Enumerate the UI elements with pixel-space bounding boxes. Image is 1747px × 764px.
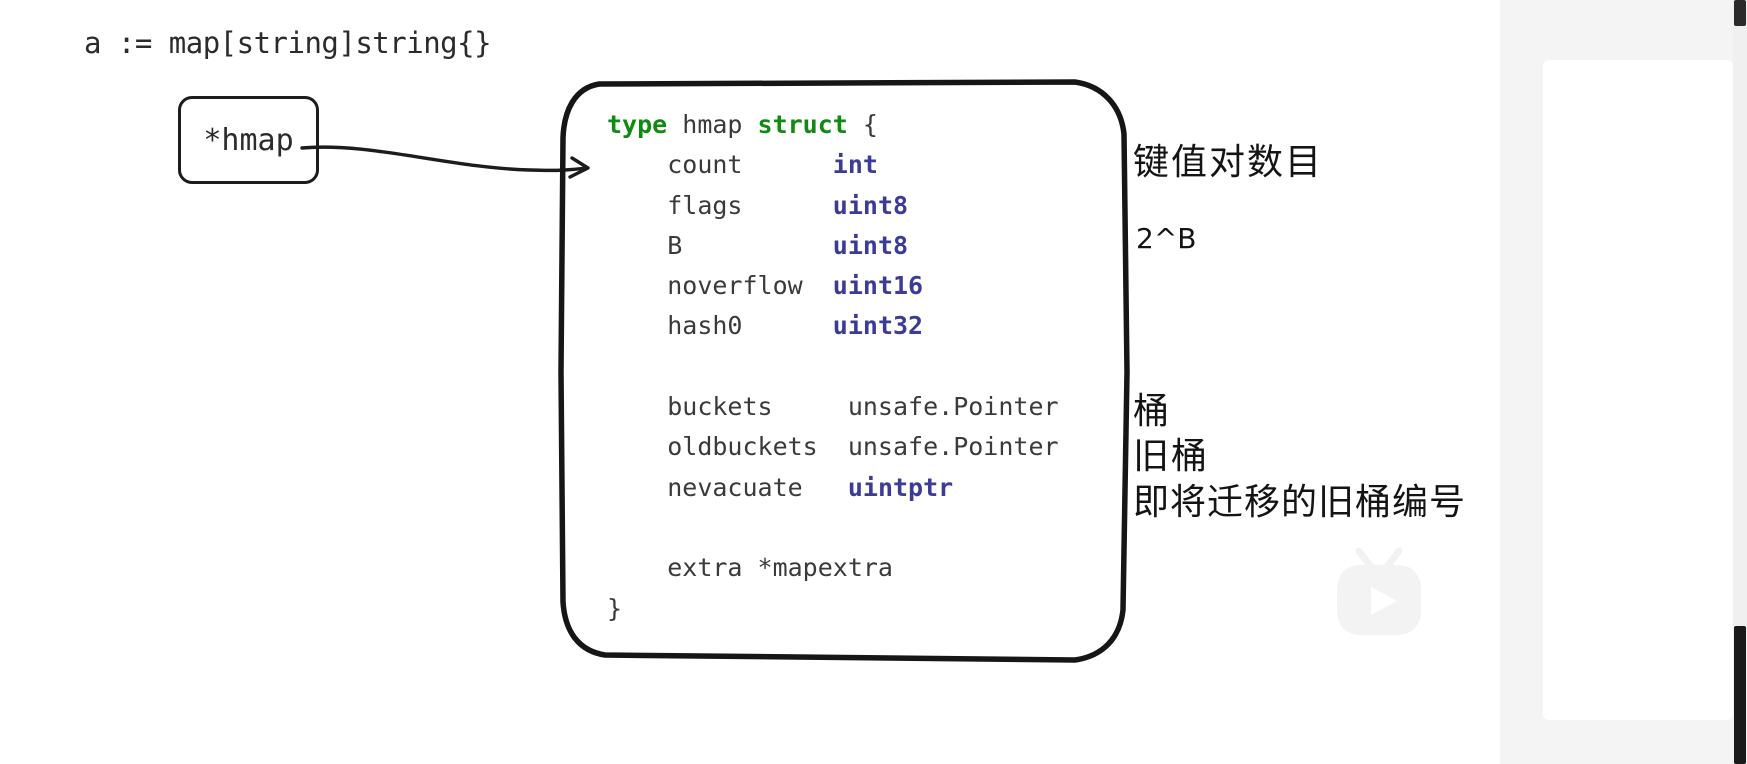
code-line: } <box>607 589 1059 629</box>
code-token: count <box>667 150 833 180</box>
code-token: struct <box>757 110 848 139</box>
page-scrollbar-top-cap[interactable] <box>1734 0 1746 26</box>
annotation-nevacuate: 即将迁移的旧桶编号 <box>1133 482 1467 523</box>
code-line: flags uint8 <box>607 186 1059 226</box>
code-token: hmap <box>667 110 758 139</box>
code-token: uint8 <box>832 230 909 260</box>
code-line: count int <box>607 145 1059 185</box>
annotation-count: 键值对数目 <box>1133 142 1324 183</box>
code-token: buckets unsafe.Pointer <box>667 392 1059 422</box>
annotation-buckets: 桶 <box>1133 391 1172 432</box>
code-token: nevacuate <box>667 472 848 502</box>
code-line: extra *mapextra <box>607 548 1059 588</box>
code-line: hash0 uint32 <box>607 306 1059 346</box>
code-line: type hmap struct { <box>607 105 1059 145</box>
code-token: } <box>607 593 623 623</box>
hmap-pointer-box: *hmap <box>178 96 319 184</box>
page-scrollbar-thumb[interactable] <box>1734 626 1746 764</box>
code-token: uint32 <box>832 311 924 341</box>
map-declaration-line: a := map[string]string{} <box>84 26 492 60</box>
sidebar-panel <box>1543 60 1733 720</box>
code-token: { <box>847 110 878 139</box>
video-frame-canvas: a := map[string]string{} *hmap type hmap… <box>84 26 1467 663</box>
code-token: uint16 <box>832 271 924 301</box>
code-token: uint8 <box>832 190 909 220</box>
code-token: type <box>607 110 668 139</box>
bilibili-tv-play-logo-icon <box>1337 547 1421 635</box>
code-token: hash0 <box>667 311 833 341</box>
struct-outline-box <box>558 79 1130 663</box>
page-scrollbar-track[interactable] <box>1733 0 1747 764</box>
code-token: oldbuckets unsafe.Pointer <box>667 432 1059 462</box>
code-line: buckets unsafe.Pointer <box>607 387 1059 427</box>
code-line: B uint8 <box>607 226 1059 266</box>
code-line: oldbuckets unsafe.Pointer <box>607 427 1059 467</box>
code-token: int <box>832 150 878 180</box>
annotation-b-exponent: 2^B <box>1136 222 1197 255</box>
code-line: noverflow uint16 <box>607 266 1059 306</box>
code-token: uintptr <box>847 472 954 502</box>
code-line <box>607 508 1059 548</box>
code-token: B <box>667 230 833 260</box>
code-token: extra *mapextra <box>667 553 893 583</box>
code-line: nevacuate uintptr <box>607 468 1059 508</box>
hmap-struct-code: type hmap struct { count int flags uint8… <box>607 105 1059 629</box>
hmap-pointer-label: *hmap <box>203 122 294 158</box>
code-token: noverflow <box>667 271 833 301</box>
code-line <box>607 347 1059 387</box>
code-token: flags <box>667 190 833 220</box>
annotation-oldbuckets: 旧桶 <box>1133 436 1210 477</box>
